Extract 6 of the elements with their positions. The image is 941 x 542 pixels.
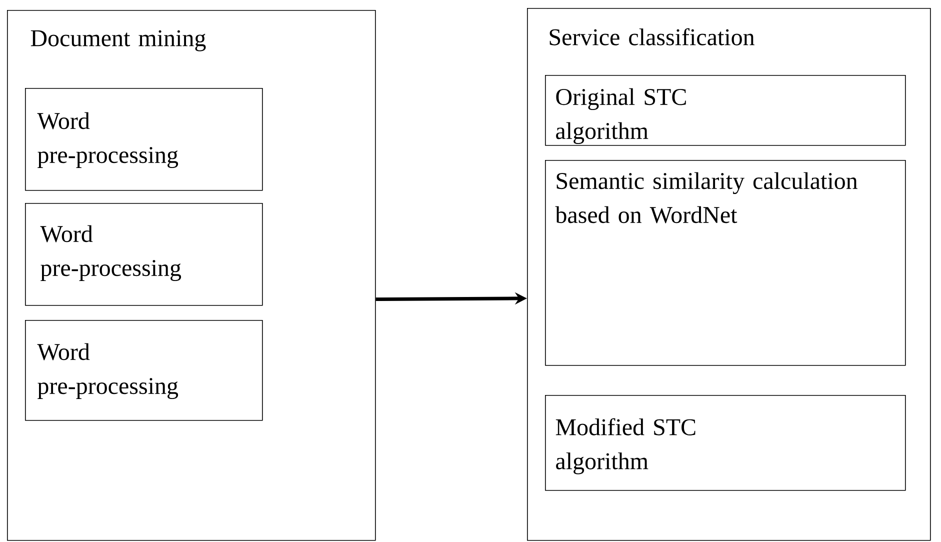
process-box: Semantic similarity calculation based on WordNet	[545, 160, 906, 366]
process-box: Modified STC algorithm	[545, 395, 906, 491]
process-box: Word pre-processing	[25, 203, 263, 306]
process-box: Original STC algorithm	[545, 75, 906, 146]
process-box: Word pre-processing	[25, 320, 263, 421]
process-box: Word pre-processing	[25, 88, 263, 191]
